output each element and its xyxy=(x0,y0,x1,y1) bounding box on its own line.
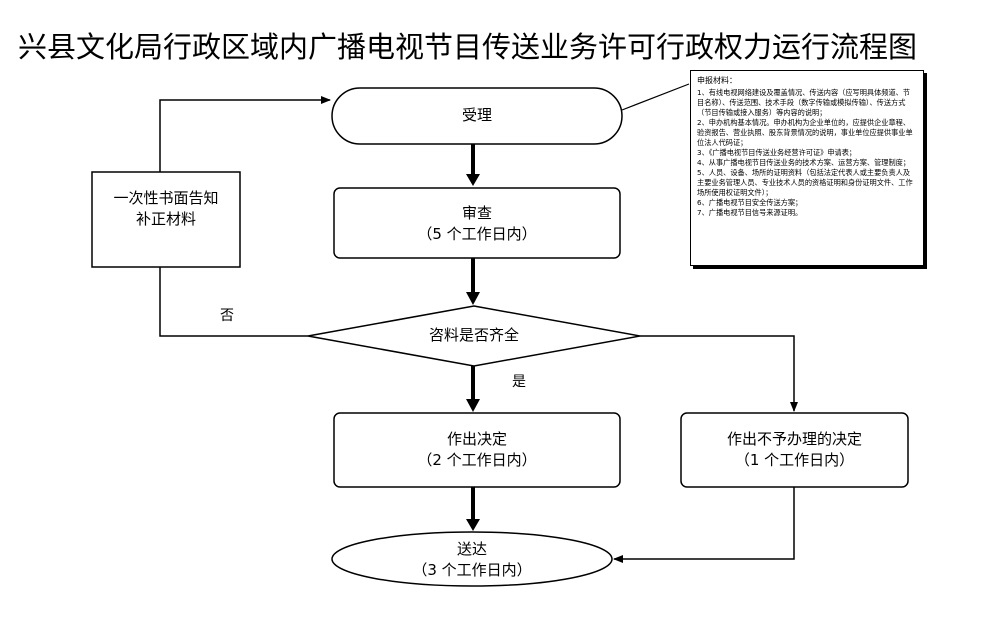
materials-box: 申报材料： 1、有线电视网络建设及覆盖情况、传送内容（应写明具体频道、节目名称）… xyxy=(690,70,924,266)
materials-title: 申报材料： xyxy=(697,76,737,85)
line-reject-to-deliver xyxy=(613,487,795,563)
line-accept-to-materials xyxy=(621,83,690,111)
no-label: 否 xyxy=(220,308,234,324)
materials-item: 2、申办机构基本情况。申办机构为企业单位的，应提供企业章程、验资报告、营业执照、… xyxy=(697,118,913,147)
review-title: 审查 xyxy=(461,204,492,222)
arrow-accept-review xyxy=(466,144,480,186)
line-notice-to-accept xyxy=(159,96,331,172)
page-title: 兴县文化局行政区域内广播电视节目传送业务许可行政权力运行流程图 xyxy=(18,30,918,64)
accept-label: 受理 xyxy=(461,106,492,124)
decide-node xyxy=(333,412,621,488)
materials-item: 6、广播电视节目安全传送方案； xyxy=(697,198,803,207)
reject-label: 作出不予办理的决定 （1 个工作日内） xyxy=(681,429,908,471)
materials-item: 4、从事广播电视节目传送业务的技术方案、运营方案、管理制度； xyxy=(697,158,911,167)
line-check-to-reject xyxy=(640,335,798,412)
review-duration: （5 个工作日内） xyxy=(417,225,537,243)
decide-label: 作出决定 （2 个工作日内） xyxy=(334,429,620,471)
review-label: 审查 （5 个工作日内） xyxy=(334,203,620,245)
check-label: 咨料是否齐全 xyxy=(428,326,519,344)
notice-node xyxy=(91,171,241,268)
materials-item: 5、人员、设备、场所的证明资料（包括法定代表人或主要负责人及主要业务管理人员、专… xyxy=(697,168,913,197)
decide-duration: （2 个工作日内） xyxy=(417,451,537,469)
deliver-label: 送达 （3 个工作日内） xyxy=(332,539,612,581)
notice-line1: 一次性书面告知 xyxy=(113,189,219,207)
deliver-title: 送达 xyxy=(456,540,487,558)
decide-title: 作出决定 xyxy=(446,430,507,448)
arrow-review-check xyxy=(466,258,480,305)
materials-item: 3、《广播电视节目传送业务经营许可证》申请表； xyxy=(697,148,857,157)
materials-item: 7、广播电视节目信号来源证明。 xyxy=(697,208,803,217)
review-node xyxy=(333,187,621,259)
accept-node xyxy=(331,87,623,145)
arrow-decide-deliver xyxy=(466,487,480,531)
line-no-to-notice xyxy=(159,267,308,337)
materials-item: 1、有线电视网络建设及覆盖情况、传送内容（应写明具体频道、节目名称）、传送范围、… xyxy=(697,88,911,117)
reject-duration: （1 个工作日内） xyxy=(734,451,855,469)
reject-title: 作出不予办理的决定 xyxy=(726,430,862,448)
deliver-node-shape xyxy=(331,531,613,587)
notice-line2: 补正材料 xyxy=(135,210,196,228)
arrow-check-decide xyxy=(466,366,480,412)
deliver-duration: （3 个工作日内） xyxy=(412,561,532,579)
yes-label: 是 xyxy=(512,374,526,390)
notice-label: 一次性书面告知 补正材料 xyxy=(92,188,240,230)
